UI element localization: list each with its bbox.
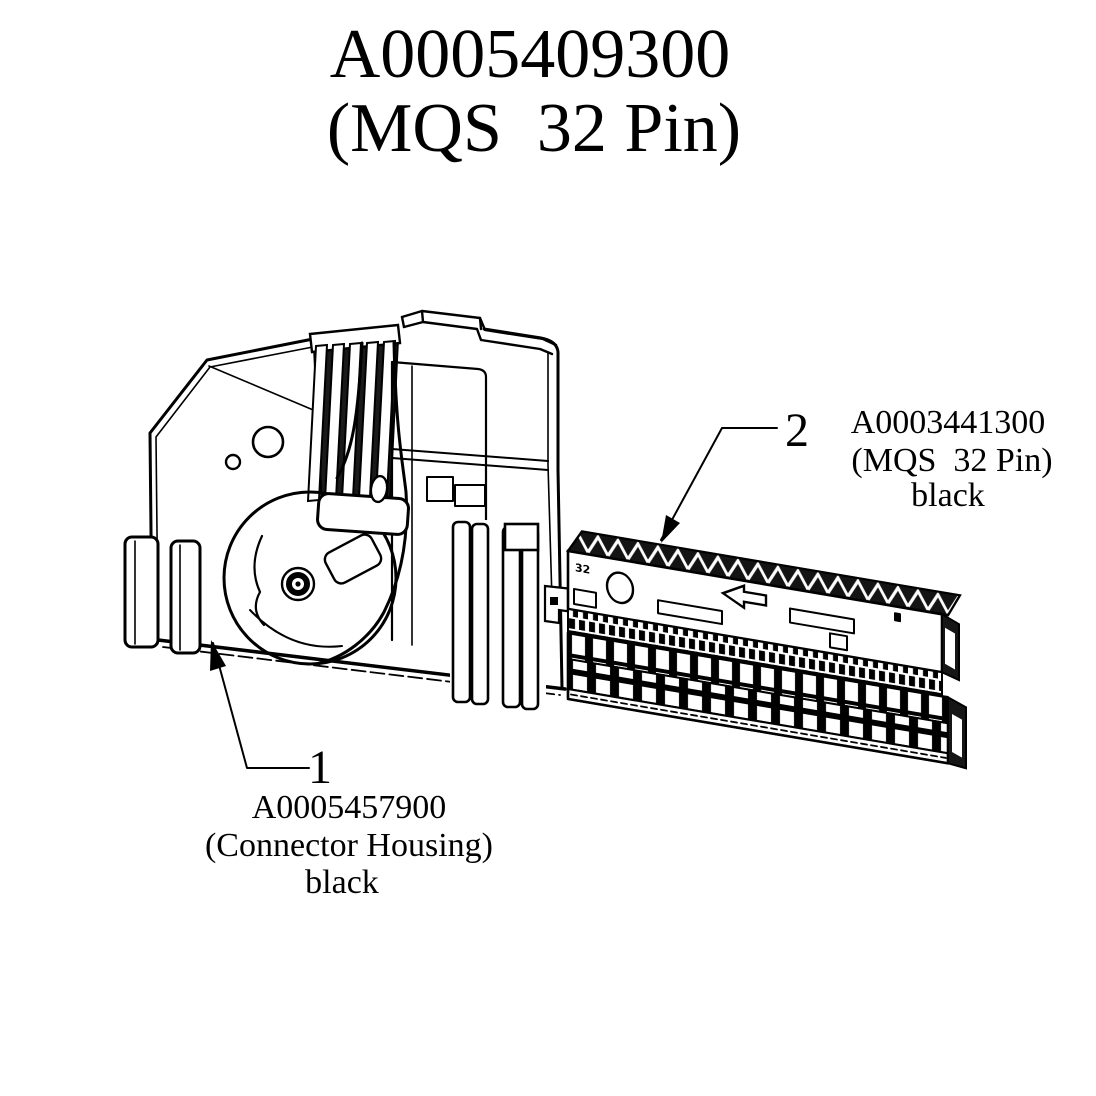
arrowhead-icon — [661, 515, 680, 543]
callout-1-description: (Connector Housing) — [205, 827, 493, 864]
housing-rails — [450, 520, 546, 711]
terminal-front-details: 32 — [573, 561, 901, 652]
callout-1-number: 1 — [308, 741, 332, 794]
housing-pivot — [280, 566, 316, 602]
terminal-cavity-block — [566, 631, 950, 765]
polarity-arrow-icon — [720, 583, 768, 610]
housing-feet — [123, 535, 202, 655]
pin-1-marking — [894, 612, 901, 623]
mqs-terminal-block-drawing: 32 — [565, 530, 967, 770]
terminal-lock-band — [567, 607, 943, 696]
callout-1-finish: black — [305, 864, 379, 901]
terminal-top-face — [565, 530, 962, 617]
title-line-2: (MQS 32 Pin) — [327, 90, 741, 167]
callout-1-part-number: A0005457900 — [252, 789, 447, 826]
callout-2-number: 2 — [785, 404, 809, 457]
callout-2-part-number: A0003441300 — [851, 404, 1046, 441]
housing-face-holes — [224, 425, 285, 471]
terminal-end-caps — [941, 612, 967, 770]
title-line-1: A0005409300 — [330, 16, 731, 93]
housing-latch-lever — [222, 341, 410, 666]
callout-2-description: (MQS 32 Pin) — [851, 442, 1052, 479]
connector-housing-drawing — [123, 309, 575, 711]
callout-2-finish: black — [911, 477, 985, 514]
leader-1 — [210, 640, 310, 769]
pin-32-marking: 32 — [575, 561, 590, 576]
arrowhead-icon — [210, 640, 226, 671]
leader-2 — [660, 427, 778, 543]
